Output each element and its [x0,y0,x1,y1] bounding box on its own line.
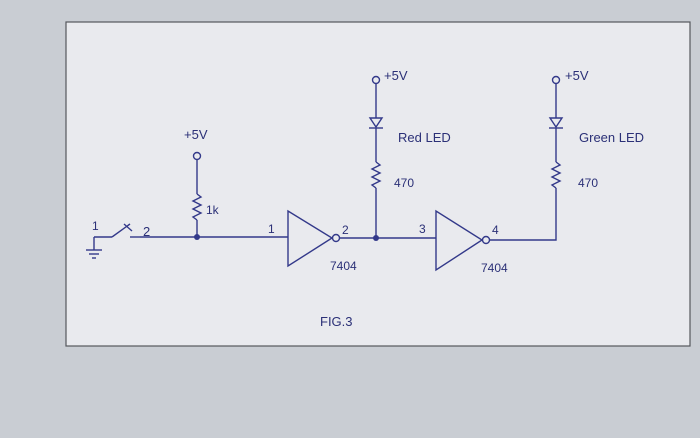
pullup-resistor-label: 1k [206,203,220,217]
red-led-label: Red LED [398,130,451,145]
pullup-supply-label: +5V [184,127,208,142]
green-supply-label: +5V [565,68,589,83]
pullup-resistor [191,151,203,237]
gate2-output-label: 4 [492,223,499,237]
output-wire [490,188,557,241]
gate2-input-label: 3 [419,222,426,236]
gate1-part-label: 7404 [330,259,357,273]
inverter-gate-1 [287,209,341,268]
ground-symbol [86,237,102,259]
switch-pin1-label: 1 [92,219,99,233]
gate2-part-label: 7404 [481,261,508,275]
inverter-gate-2 [435,209,491,272]
figure-caption: FIG.3 [320,314,353,329]
red-led-branch [368,75,384,238]
gate1-input-label: 1 [268,222,275,236]
green-resistor-label: 470 [578,176,598,190]
green-led-label: Green LED [579,130,644,145]
gate1-output-label: 2 [342,223,349,237]
schematic-sheet [65,21,691,347]
green-led-branch [548,75,564,189]
switch-symbol[interactable] [94,223,140,238]
red-supply-label: +5V [384,68,408,83]
switch-pin2-label: 2 [143,224,150,239]
red-resistor-label: 470 [394,176,414,190]
